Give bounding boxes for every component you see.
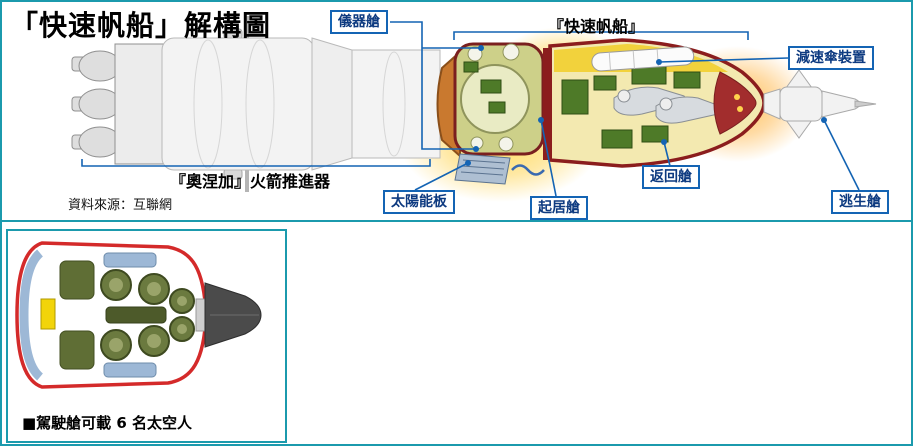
callout-dots [465, 45, 827, 166]
label-living-module: 起居艙 [530, 196, 588, 220]
label-escape-module: 逃生艙 [831, 190, 889, 214]
label-instrument-module: 儀器艙 [330, 10, 388, 34]
cabin-topview-art [15, 241, 262, 389]
return-capsule-art [543, 38, 766, 168]
inset-caption: ■駕駛艙可載 6 名太空人 [22, 414, 193, 432]
rocket-cutaway-art [71, 16, 877, 202]
label-return-module: 返回艙 [642, 165, 700, 189]
label-rocket-booster: 『奧涅加』火箭推進器 [170, 172, 331, 191]
label-solar-panel: 太陽能板 [383, 190, 455, 214]
page-title: 「快速帆船」解構圖 [10, 9, 272, 42]
label-spacecraft-name: 『快速帆船』 [548, 17, 645, 36]
escape-capsule-art [763, 69, 877, 139]
source-note: 資料來源：互聯網 [68, 198, 173, 213]
booster-nozzles [71, 43, 166, 165]
instrument-module-art [453, 42, 545, 156]
main-diagram-section: 「快速帆船」解構圖 儀器艙 『快速帆船』 減速傘裝置 『奧涅加』火箭推進器 資料… [2, 2, 911, 222]
booster-body [161, 16, 441, 192]
callout-lines [81, 21, 860, 197]
label-parachute-device: 減速傘裝置 [788, 46, 874, 70]
cabin-inset-panel: ■駕駛艙可載 6 名太空人 [6, 229, 287, 443]
parachute-container-art [591, 46, 695, 72]
